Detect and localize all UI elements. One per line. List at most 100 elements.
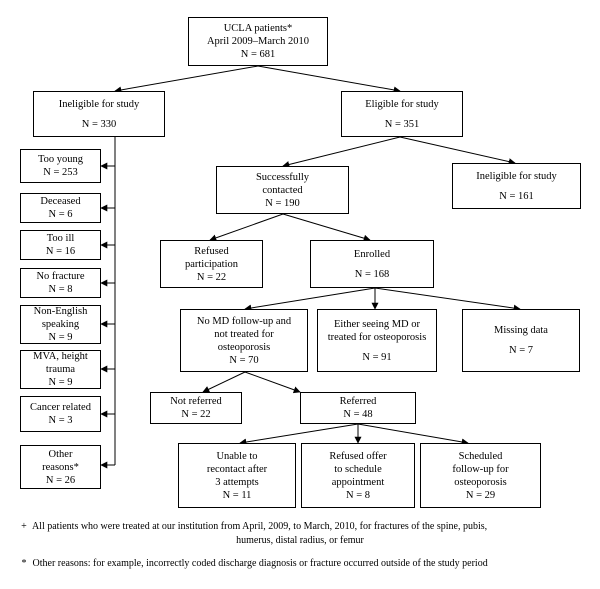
node-label: No fracture — [36, 271, 85, 282]
edge-ucla-eligible — [257, 65, 401, 94]
node-count: N = 7 — [508, 345, 533, 356]
node-count: N = 70 — [229, 354, 259, 366]
node-label: Non-English — [33, 306, 88, 317]
node-label: Too ill — [46, 233, 75, 244]
footnote-star: * Other reasons: for example, incorrectl… — [18, 557, 488, 570]
node-label: Scheduled — [458, 450, 503, 462]
edge-nofollow-referred — [244, 371, 301, 394]
node-label: Refused — [194, 245, 229, 257]
node-ineligible-330: Ineligible for study N = 330 — [33, 91, 165, 137]
node-label: Other — [48, 448, 73, 460]
node-label: recontact after — [206, 463, 268, 475]
footnote-mark: * — [21, 558, 27, 569]
node-deceased: Deceased N = 6 — [20, 193, 101, 223]
node-count: N = 330 — [81, 118, 117, 130]
node-label: 3 attempts — [215, 476, 259, 488]
node-label: UCLA patients* — [223, 23, 293, 34]
node-count: N = 8 — [48, 284, 73, 295]
node-label: osteoporosis — [454, 476, 507, 488]
edge-ucla-ineligible — [114, 65, 259, 94]
node-unable-recontact: Unable to recontact after 3 attempts N =… — [178, 443, 296, 508]
node-count: N = 351 — [384, 118, 420, 130]
node-label: to schedule — [334, 463, 382, 475]
node-label: Missing data — [494, 325, 548, 336]
node-label: speaking — [41, 319, 80, 330]
node-count: N = 8 — [345, 489, 370, 501]
node-label: contacted — [262, 184, 303, 196]
footnote-mark: + — [21, 521, 27, 532]
node-count: N = 16 — [45, 246, 76, 257]
node-label: No MD follow-up and — [196, 315, 292, 327]
node-count: N = 168 — [354, 268, 390, 280]
node-count: N = 48 — [343, 409, 373, 420]
node-label: Referred — [339, 396, 377, 407]
node-label: Eligible for study — [365, 98, 439, 110]
node-label: Enrolled — [353, 248, 391, 260]
edge-eligible-ineligible161 — [399, 136, 516, 166]
node-label: Successfully — [255, 171, 310, 183]
node-contacted: Successfully contacted N = 190 — [216, 166, 349, 214]
node-eligible-351: Eligible for study N = 351 — [341, 91, 463, 137]
node-missing-data: Missing data N = 7 — [462, 309, 580, 372]
node-too-young: Too young N = 253 — [20, 149, 101, 183]
node-label: Not referred — [170, 396, 222, 407]
node-label: MVA, height — [33, 351, 88, 362]
node-mva-trauma: MVA, height trauma N = 9 — [20, 350, 101, 389]
node-count: N = 29 — [465, 489, 496, 501]
node-count: N = 11 — [222, 489, 252, 501]
node-label: Unable to — [216, 450, 258, 462]
node-label: April 2009–March 2010 — [206, 36, 310, 47]
edge-contacted-refused — [209, 213, 284, 242]
node-count: N = 3 — [48, 415, 73, 426]
node-label: participation — [184, 258, 239, 270]
edge-nofollow-notref — [202, 371, 246, 393]
node-label: follow-up for — [452, 463, 509, 475]
node-label: Refused offer — [329, 450, 387, 462]
node-label: osteoporosis — [217, 341, 271, 353]
node-count: N = 253 — [43, 167, 78, 178]
node-count: N = 22 — [196, 271, 227, 283]
node-cancer-related: Cancer related N = 3 — [20, 396, 101, 432]
node-label: treated for osteoporosis — [327, 331, 427, 343]
node-enrolled: Enrolled N = 168 — [310, 240, 434, 288]
node-label: Deceased — [40, 196, 81, 207]
node-refused-participation: Refused participation N = 22 — [160, 240, 263, 288]
footnote-text: All patients who were treated at our ins… — [31, 521, 488, 532]
node-not-referred: Not referred N = 22 — [150, 392, 242, 424]
edge-referred-unable — [239, 423, 359, 446]
edge-eligible-contacted — [282, 136, 401, 168]
node-no-md-followup: No MD follow-up and not treated for oste… — [180, 309, 308, 372]
node-count: N = 190 — [265, 197, 300, 209]
node-label: Ineligible for study — [476, 170, 557, 182]
node-label: appointment — [331, 476, 385, 488]
node-seeing-md: Either seeing MD or treated for osteopor… — [317, 309, 437, 372]
node-other-reasons: Other reasons* N = 26 — [20, 445, 101, 489]
node-label: not treated for — [214, 328, 274, 340]
node-count: N = 26 — [45, 474, 76, 486]
footnote-plus-cont: humerus, distal radius, or femur — [0, 534, 600, 547]
node-count: N = 91 — [362, 351, 392, 363]
footnote-text: Other reasons: for example, incorrectly … — [32, 558, 488, 569]
node-count: N = 9 — [48, 332, 73, 343]
node-ucla-patients: UCLA patients* April 2009–March 2010 N =… — [188, 17, 328, 66]
node-non-english: Non-English speaking N = 9 — [20, 305, 101, 344]
node-label: Ineligible for study — [58, 98, 140, 110]
footnote-plus: + All patients who were treated at our i… — [18, 520, 487, 533]
node-label: trauma — [45, 364, 76, 375]
node-refused-offer: Refused offer to schedule appointment N … — [301, 443, 415, 508]
node-no-fracture: No fracture N = 8 — [20, 268, 101, 298]
footnote-text: humerus, distal radius, or femur — [236, 535, 364, 546]
edge-referred-scheduled — [357, 423, 469, 446]
node-count: N = 161 — [499, 190, 534, 202]
node-too-ill: Too ill N = 16 — [20, 230, 101, 260]
edge-enrolled-missing — [374, 287, 521, 312]
node-count: N = 9 — [48, 377, 73, 388]
edge-contacted-enrolled — [282, 213, 371, 242]
edge-enrolled-nofollow — [244, 287, 376, 312]
node-label: Too young — [37, 154, 84, 165]
node-ineligible-161: Ineligible for study N = 161 — [452, 163, 581, 209]
node-count: N = 22 — [181, 409, 211, 420]
node-label: Cancer related — [30, 402, 91, 413]
